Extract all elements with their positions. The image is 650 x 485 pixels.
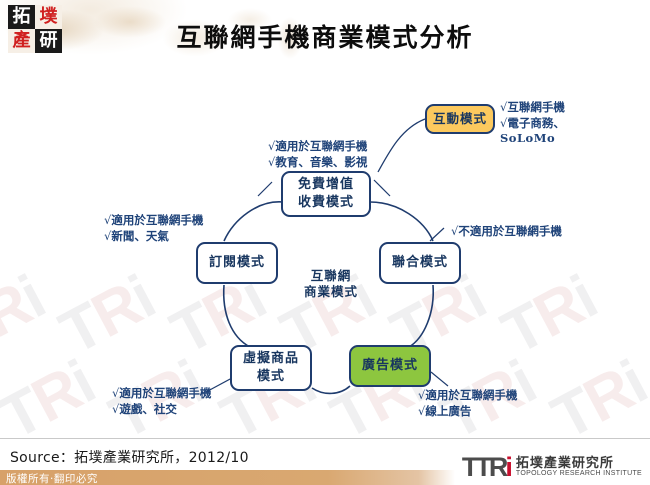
annotation-text: 線上廣告 bbox=[425, 403, 472, 418]
arc-alliance-advertising bbox=[408, 284, 434, 348]
footer-divider bbox=[0, 438, 650, 439]
annotation-line: √遊戲、社交 bbox=[112, 402, 211, 418]
node-advertising-mode[interactable]: 廣告模式 bbox=[349, 345, 431, 387]
annotation-line: SoLoMo bbox=[500, 131, 565, 147]
check-icon: √ bbox=[268, 139, 276, 153]
diagram-connector-ring bbox=[205, 118, 449, 395]
node-freemium-mode[interactable]: 免費增值 收費模式 bbox=[281, 171, 371, 217]
logo-char-3: 產 bbox=[8, 29, 35, 53]
node-label-line2: 收費模式 bbox=[297, 195, 354, 210]
node-label: 訂閱模式 bbox=[208, 255, 265, 271]
check-icon: √ bbox=[500, 115, 508, 130]
check-icon: √ bbox=[418, 388, 426, 402]
check-icon: √ bbox=[112, 401, 120, 416]
annotation-line: √不適用於互聯網手機 bbox=[451, 224, 562, 240]
arc-freemium-alliance bbox=[369, 201, 434, 242]
annotation-line: √線上廣告 bbox=[418, 404, 517, 420]
annotation-text: 新聞、天氣 bbox=[111, 228, 169, 243]
annotation-text: 適用於互聯網手機 bbox=[425, 388, 518, 402]
node-virtual-goods-mode[interactable]: 虛擬商品 模式 bbox=[230, 345, 312, 391]
annotation-interactive-mode: √互聯網手機 √電子商務、 SoLoMo bbox=[500, 100, 565, 147]
leader-freemium-left bbox=[257, 181, 273, 197]
node-alliance-mode[interactable]: 聯合模式 bbox=[379, 242, 461, 284]
node-label: 互動模式 bbox=[432, 110, 487, 126]
diagram-center-label: 互聯網 商業模式 bbox=[286, 268, 376, 301]
check-icon: √ bbox=[418, 403, 426, 418]
tri-dot-icon: i bbox=[505, 451, 512, 482]
check-icon: √ bbox=[268, 154, 276, 169]
annotation-subscription-mode: √適用於互聯網手機 √新聞、天氣 bbox=[104, 213, 203, 244]
check-icon: √ bbox=[451, 224, 459, 238]
annotation-line: √適用於互聯網手機 bbox=[268, 139, 367, 155]
tri-wordmark: TTRi bbox=[461, 451, 513, 482]
tri-name-en: TOPOLOGY RESEARCH INSTITUTE bbox=[515, 470, 642, 478]
annotation-text: 電子商務、 bbox=[507, 115, 565, 130]
logo-char-2: 墣 bbox=[35, 5, 62, 29]
annotation-line: √電子商務、 bbox=[500, 116, 565, 132]
annotation-line: √新聞、天氣 bbox=[104, 229, 203, 245]
leader-freemium-right bbox=[373, 179, 391, 197]
arc-subscription-virtual bbox=[222, 284, 251, 348]
annotation-line: √互聯網手機 bbox=[500, 100, 565, 116]
annotation-freemium-mode: √適用於互聯網手機 √教育、音樂、影視 bbox=[268, 139, 367, 170]
logo-char-1: 拓 bbox=[8, 5, 35, 29]
annotation-virtual-goods-mode: √適用於互聯網手機 √遊戲、社交 bbox=[112, 386, 211, 417]
tri-footer-logo: TTRi 拓墣產業研究所 TOPOLOGY RESEARCH INSTITUTE bbox=[462, 452, 642, 482]
check-icon: √ bbox=[500, 100, 508, 114]
source-text: Source：拓墣產業研究所，2012/10 bbox=[10, 450, 249, 466]
annotation-text: 適用於互聯網手機 bbox=[275, 139, 368, 153]
leader-advertising bbox=[430, 371, 449, 387]
tri-name-cn: 拓墣產業研究所 bbox=[515, 455, 614, 471]
annotation-text: 互聯網手機 bbox=[507, 100, 565, 114]
annotation-line: √適用於互聯網手機 bbox=[418, 388, 517, 404]
check-icon: √ bbox=[104, 228, 112, 243]
annotation-alliance-mode: √不適用於互聯網手機 bbox=[451, 224, 562, 240]
arc-virtual-advertising bbox=[311, 385, 351, 395]
center-label-line2: 商業模式 bbox=[303, 284, 358, 300]
leader-interactive bbox=[377, 118, 426, 173]
node-label-line1: 虛擬商品 bbox=[242, 351, 299, 367]
annotation-text: 教育、音樂、影視 bbox=[275, 154, 368, 169]
annotation-text: SoLoMo bbox=[500, 131, 556, 146]
center-label-line1: 互聯網 bbox=[310, 268, 352, 283]
check-icon: √ bbox=[104, 213, 112, 227]
node-interactive-mode[interactable]: 互動模式 bbox=[425, 104, 495, 134]
annotation-text: 適用於互聯網手機 bbox=[119, 386, 212, 400]
annotation-advertising-mode: √適用於互聯網手機 √線上廣告 bbox=[418, 388, 517, 419]
annotation-line: √教育、音樂、影視 bbox=[268, 155, 367, 171]
tri-logo-words: 拓墣產業研究所 TOPOLOGY RESEARCH INSTITUTE bbox=[515, 455, 642, 478]
node-label-line1: 免費增值 bbox=[297, 177, 354, 193]
leader-virtual bbox=[205, 377, 233, 393]
annotation-line: √適用於互聯網手機 bbox=[112, 386, 211, 402]
leader-alliance bbox=[429, 227, 445, 242]
node-label: 聯合模式 bbox=[391, 255, 448, 271]
annotation-text: 不適用於互聯網手機 bbox=[458, 224, 562, 238]
annotation-text: 適用於互聯網手機 bbox=[111, 213, 204, 227]
arc-freemium-subscription bbox=[223, 201, 284, 242]
copyright-bar: 版權所有‧翻印必究 bbox=[0, 470, 455, 485]
node-subscription-mode[interactable]: 訂閱模式 bbox=[196, 242, 278, 284]
copyright-text: 版權所有‧翻印必究 bbox=[6, 473, 98, 485]
node-label: 廣告模式 bbox=[361, 358, 418, 374]
tri-corporate-logo: 拓 墣 產 研 bbox=[8, 5, 62, 53]
check-icon: √ bbox=[112, 386, 120, 400]
logo-char-4: 研 bbox=[35, 29, 62, 53]
annotation-text: 遊戲、社交 bbox=[119, 401, 177, 416]
business-model-diagram: 互動模式 免費增值 收費模式 訂閱模式 聯合模式 虛擬商品 模式 廣告模式 互聯… bbox=[104, 100, 565, 419]
page-title: 互聯網手機商業模式分析 bbox=[176, 23, 474, 52]
node-label-line2: 模式 bbox=[256, 369, 285, 384]
annotation-line: √適用於互聯網手機 bbox=[104, 213, 203, 229]
